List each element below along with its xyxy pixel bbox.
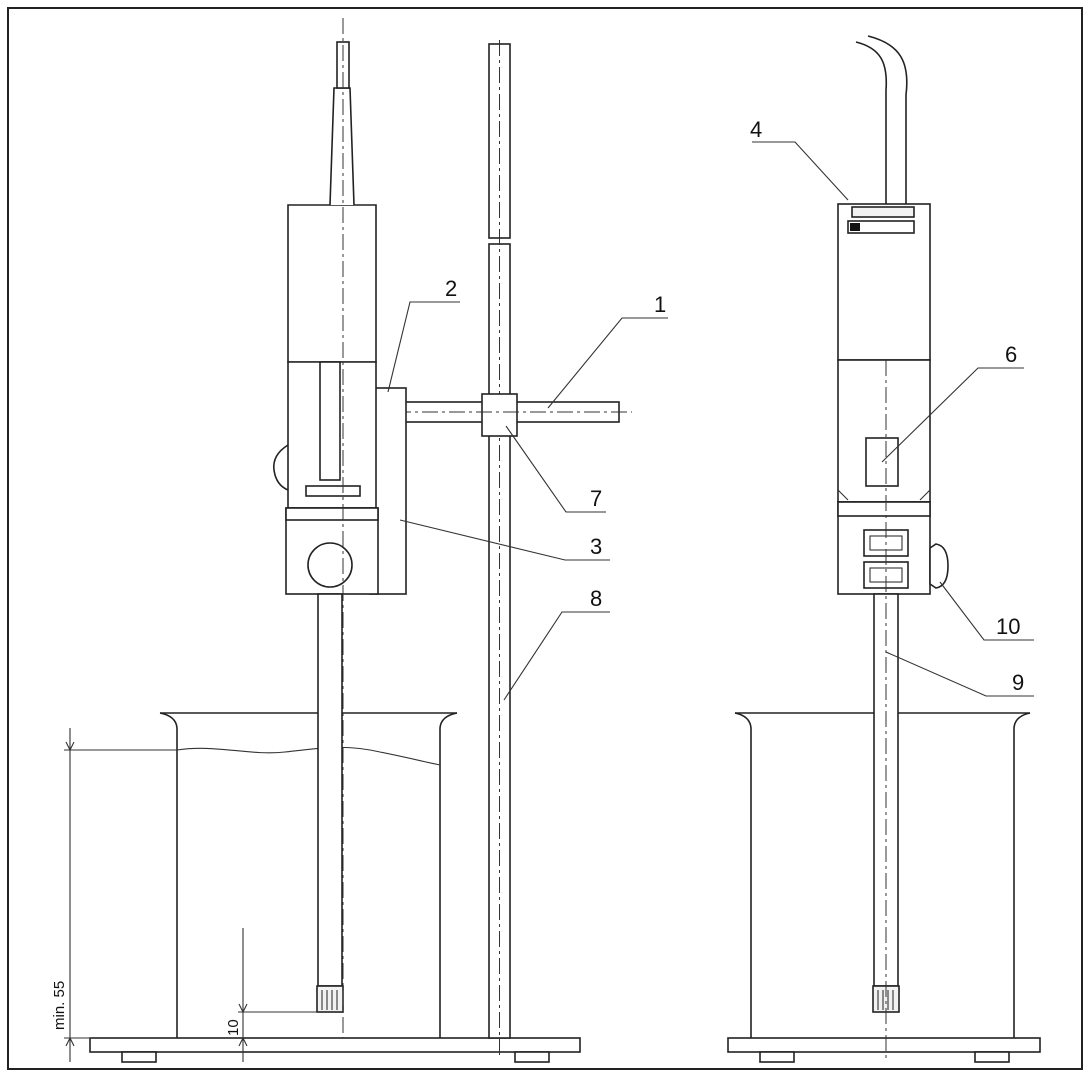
clamp-cross-bar [375, 391, 632, 437]
beaker-left [159, 712, 458, 1038]
callout-10: 10 [939, 581, 1034, 641]
svg-text:1: 1 [654, 292, 666, 317]
callout-9: 9 [885, 651, 1034, 697]
dimension-immersion: min. 55 [51, 728, 178, 1062]
homogenizer-drive-left [272, 41, 379, 595]
power-cable [855, 35, 908, 205]
callout-7: 7 [505, 425, 606, 513]
dimension-min-55: min. 55 [51, 981, 68, 1030]
dimension-10: 10 [225, 1019, 242, 1036]
drawing-border [7, 7, 1083, 1070]
right-view-assembly [727, 35, 1041, 1063]
callout-4: 4 [750, 117, 849, 201]
svg-text:6: 6 [1005, 342, 1017, 367]
left-view-assembly: min. 55 10 [51, 18, 632, 1063]
svg-text:4: 4 [750, 117, 762, 142]
callout-1: 1 [547, 292, 668, 409]
homogenizer-drive-right [837, 203, 949, 595]
callout-3: 3 [399, 519, 610, 561]
svg-text:8: 8 [590, 586, 602, 611]
dimension-tip-clearance: 10 [225, 928, 318, 1062]
liquid-level-left [176, 746, 441, 766]
svg-text:2: 2 [445, 276, 457, 301]
dispersing-shaft-left [316, 593, 344, 1013]
callout-2: 2 [387, 276, 460, 393]
callout-8: 8 [503, 586, 610, 701]
svg-text:9: 9 [1012, 670, 1024, 695]
callout-6: 6 [881, 342, 1024, 463]
svg-text:3: 3 [590, 534, 602, 559]
stand-rod [488, 40, 511, 1058]
stand-base-plate-right [727, 1037, 1041, 1063]
svg-text:10: 10 [996, 614, 1020, 639]
stand-base-plate [89, 1037, 581, 1063]
svg-text:7: 7 [590, 486, 602, 511]
